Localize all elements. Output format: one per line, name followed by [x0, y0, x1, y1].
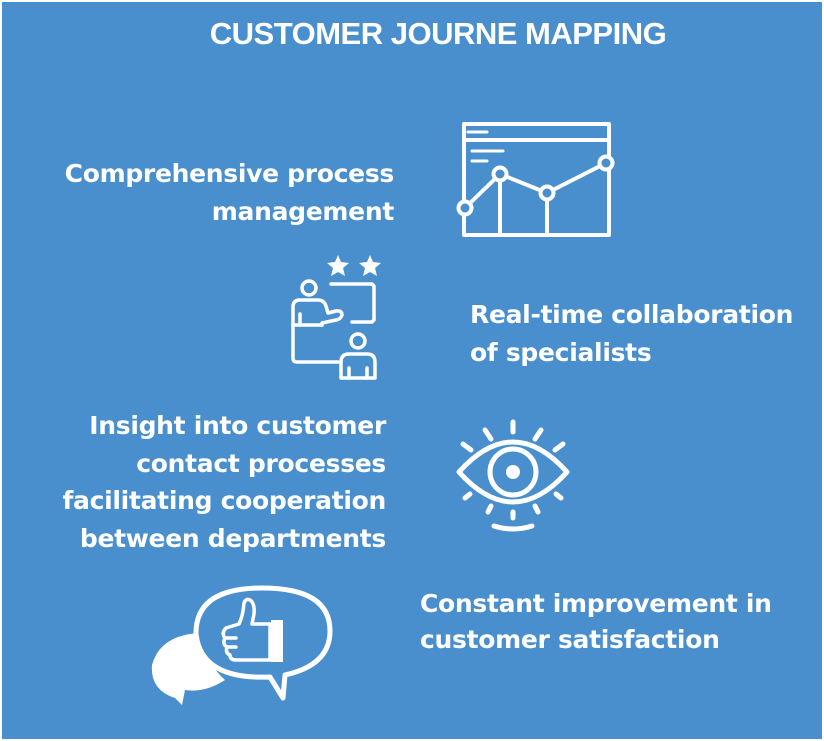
- benefit-customer-satisfaction: Constant improvement in customer satisfa…: [420, 586, 772, 658]
- benefit-process-management: Comprehensive process management: [64, 155, 395, 230]
- benefit-text-line: contact processes: [136, 448, 386, 478]
- benefit-text-line: management: [211, 196, 395, 226]
- benefit-text-line: Real-time collaboration: [470, 300, 794, 329]
- benefit-insight: Insight into customer contact processes …: [62, 407, 386, 557]
- benefit-text-line: of specialists: [470, 337, 652, 367]
- benefit-text-line: Comprehensive process: [64, 159, 395, 188]
- page-title: CUSTOMER JOURNE MAPPING: [209, 16, 667, 51]
- star-icon: [359, 255, 381, 276]
- benefit-text-line: facilitating cooperation: [62, 486, 386, 515]
- benefit-text-line: Insight into customer: [89, 411, 386, 440]
- benefit-collaboration: Real-time collaboration of specialists: [470, 296, 793, 371]
- benefit-text-line: between departments: [79, 523, 386, 553]
- benefit-text-line: customer satisfaction: [420, 625, 720, 654]
- benefit-text-line: Constant improvement in: [420, 589, 772, 618]
- star-icon: [327, 255, 349, 276]
